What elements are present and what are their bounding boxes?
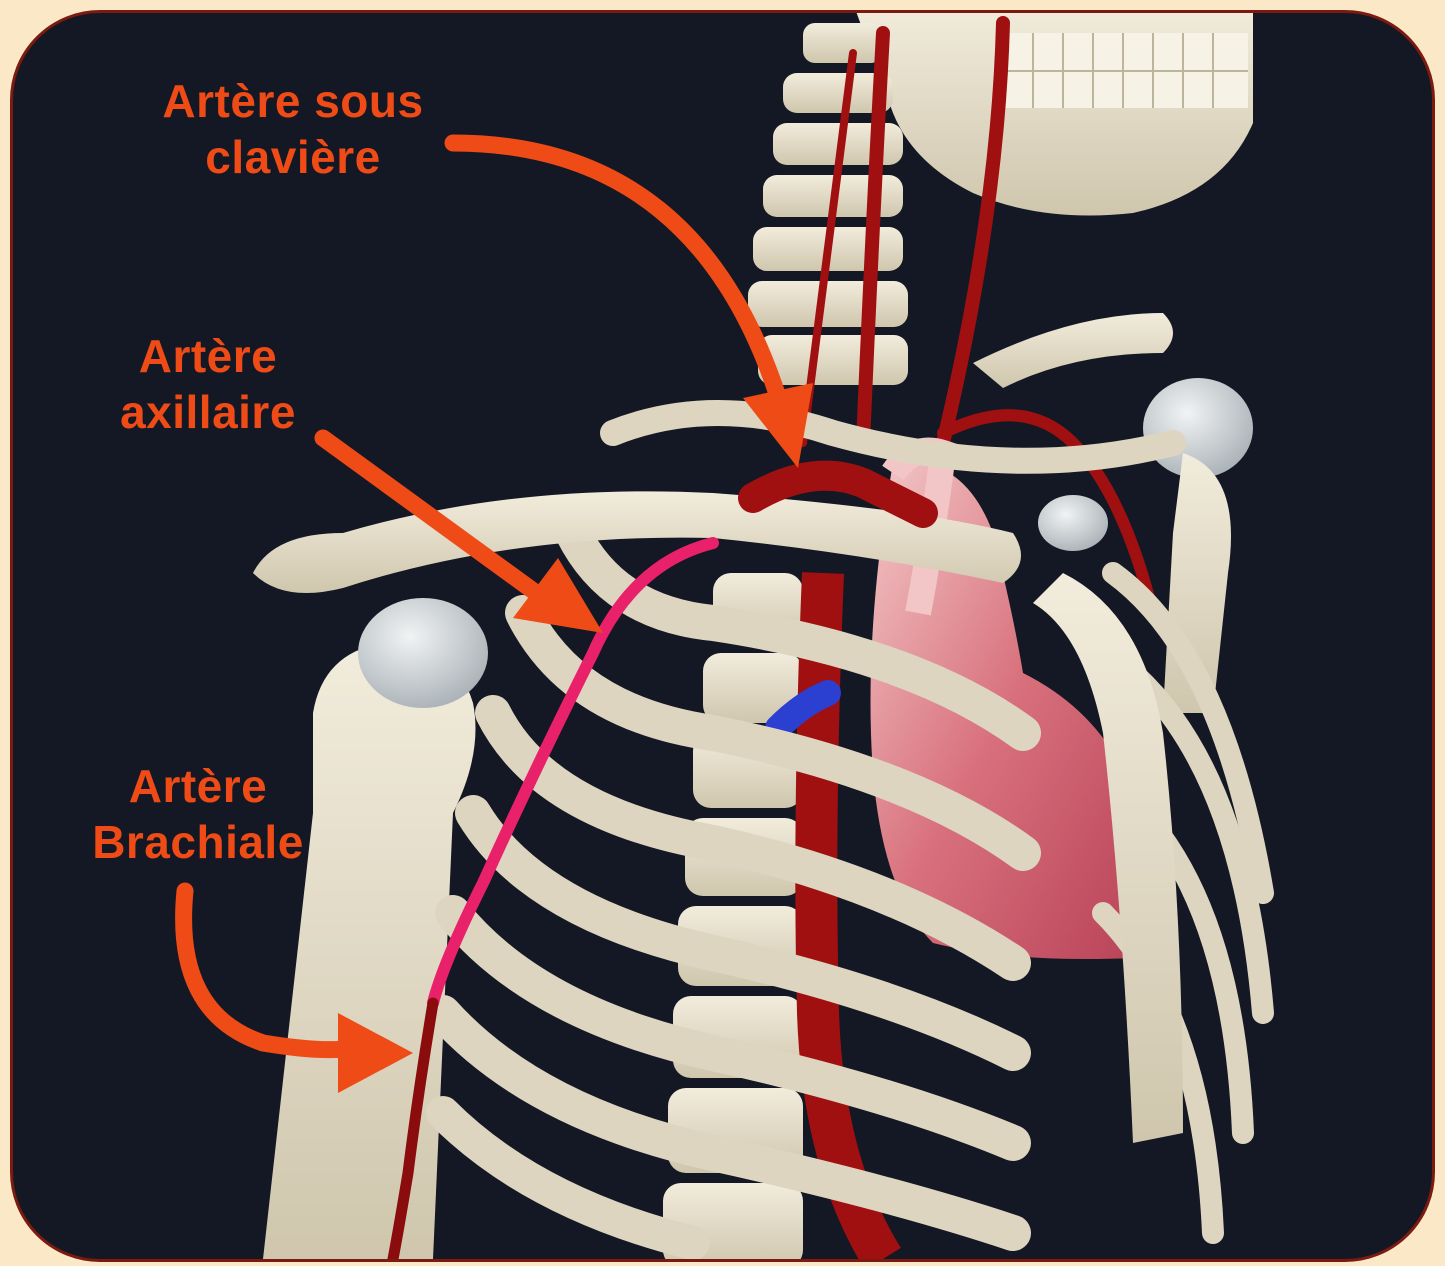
right-clavicle bbox=[973, 313, 1173, 388]
label-axillary-artery: Artère axillaire bbox=[73, 328, 343, 440]
label-subclavian-line1: Artère sous bbox=[113, 73, 473, 129]
label-axillary-line2: axillaire bbox=[73, 384, 343, 440]
label-brachial-artery: Artère Brachiale bbox=[53, 758, 343, 870]
figure-frame: Artère sous clavière Artère axillaire Ar… bbox=[10, 10, 1435, 1262]
label-subclavian-artery: Artère sous clavière bbox=[113, 73, 473, 185]
label-axillary-line1: Artère bbox=[73, 328, 343, 384]
label-brachial-line2: Brachiale bbox=[53, 814, 343, 870]
sternoclavicular-joint bbox=[1038, 495, 1108, 551]
skull bbox=[853, 13, 1253, 216]
label-brachial-line1: Artère bbox=[53, 758, 343, 814]
anatomy-illustration bbox=[13, 13, 1432, 1259]
arrow-subclavian bbox=[453, 143, 783, 413]
label-subclavian-line2: clavière bbox=[113, 129, 473, 185]
